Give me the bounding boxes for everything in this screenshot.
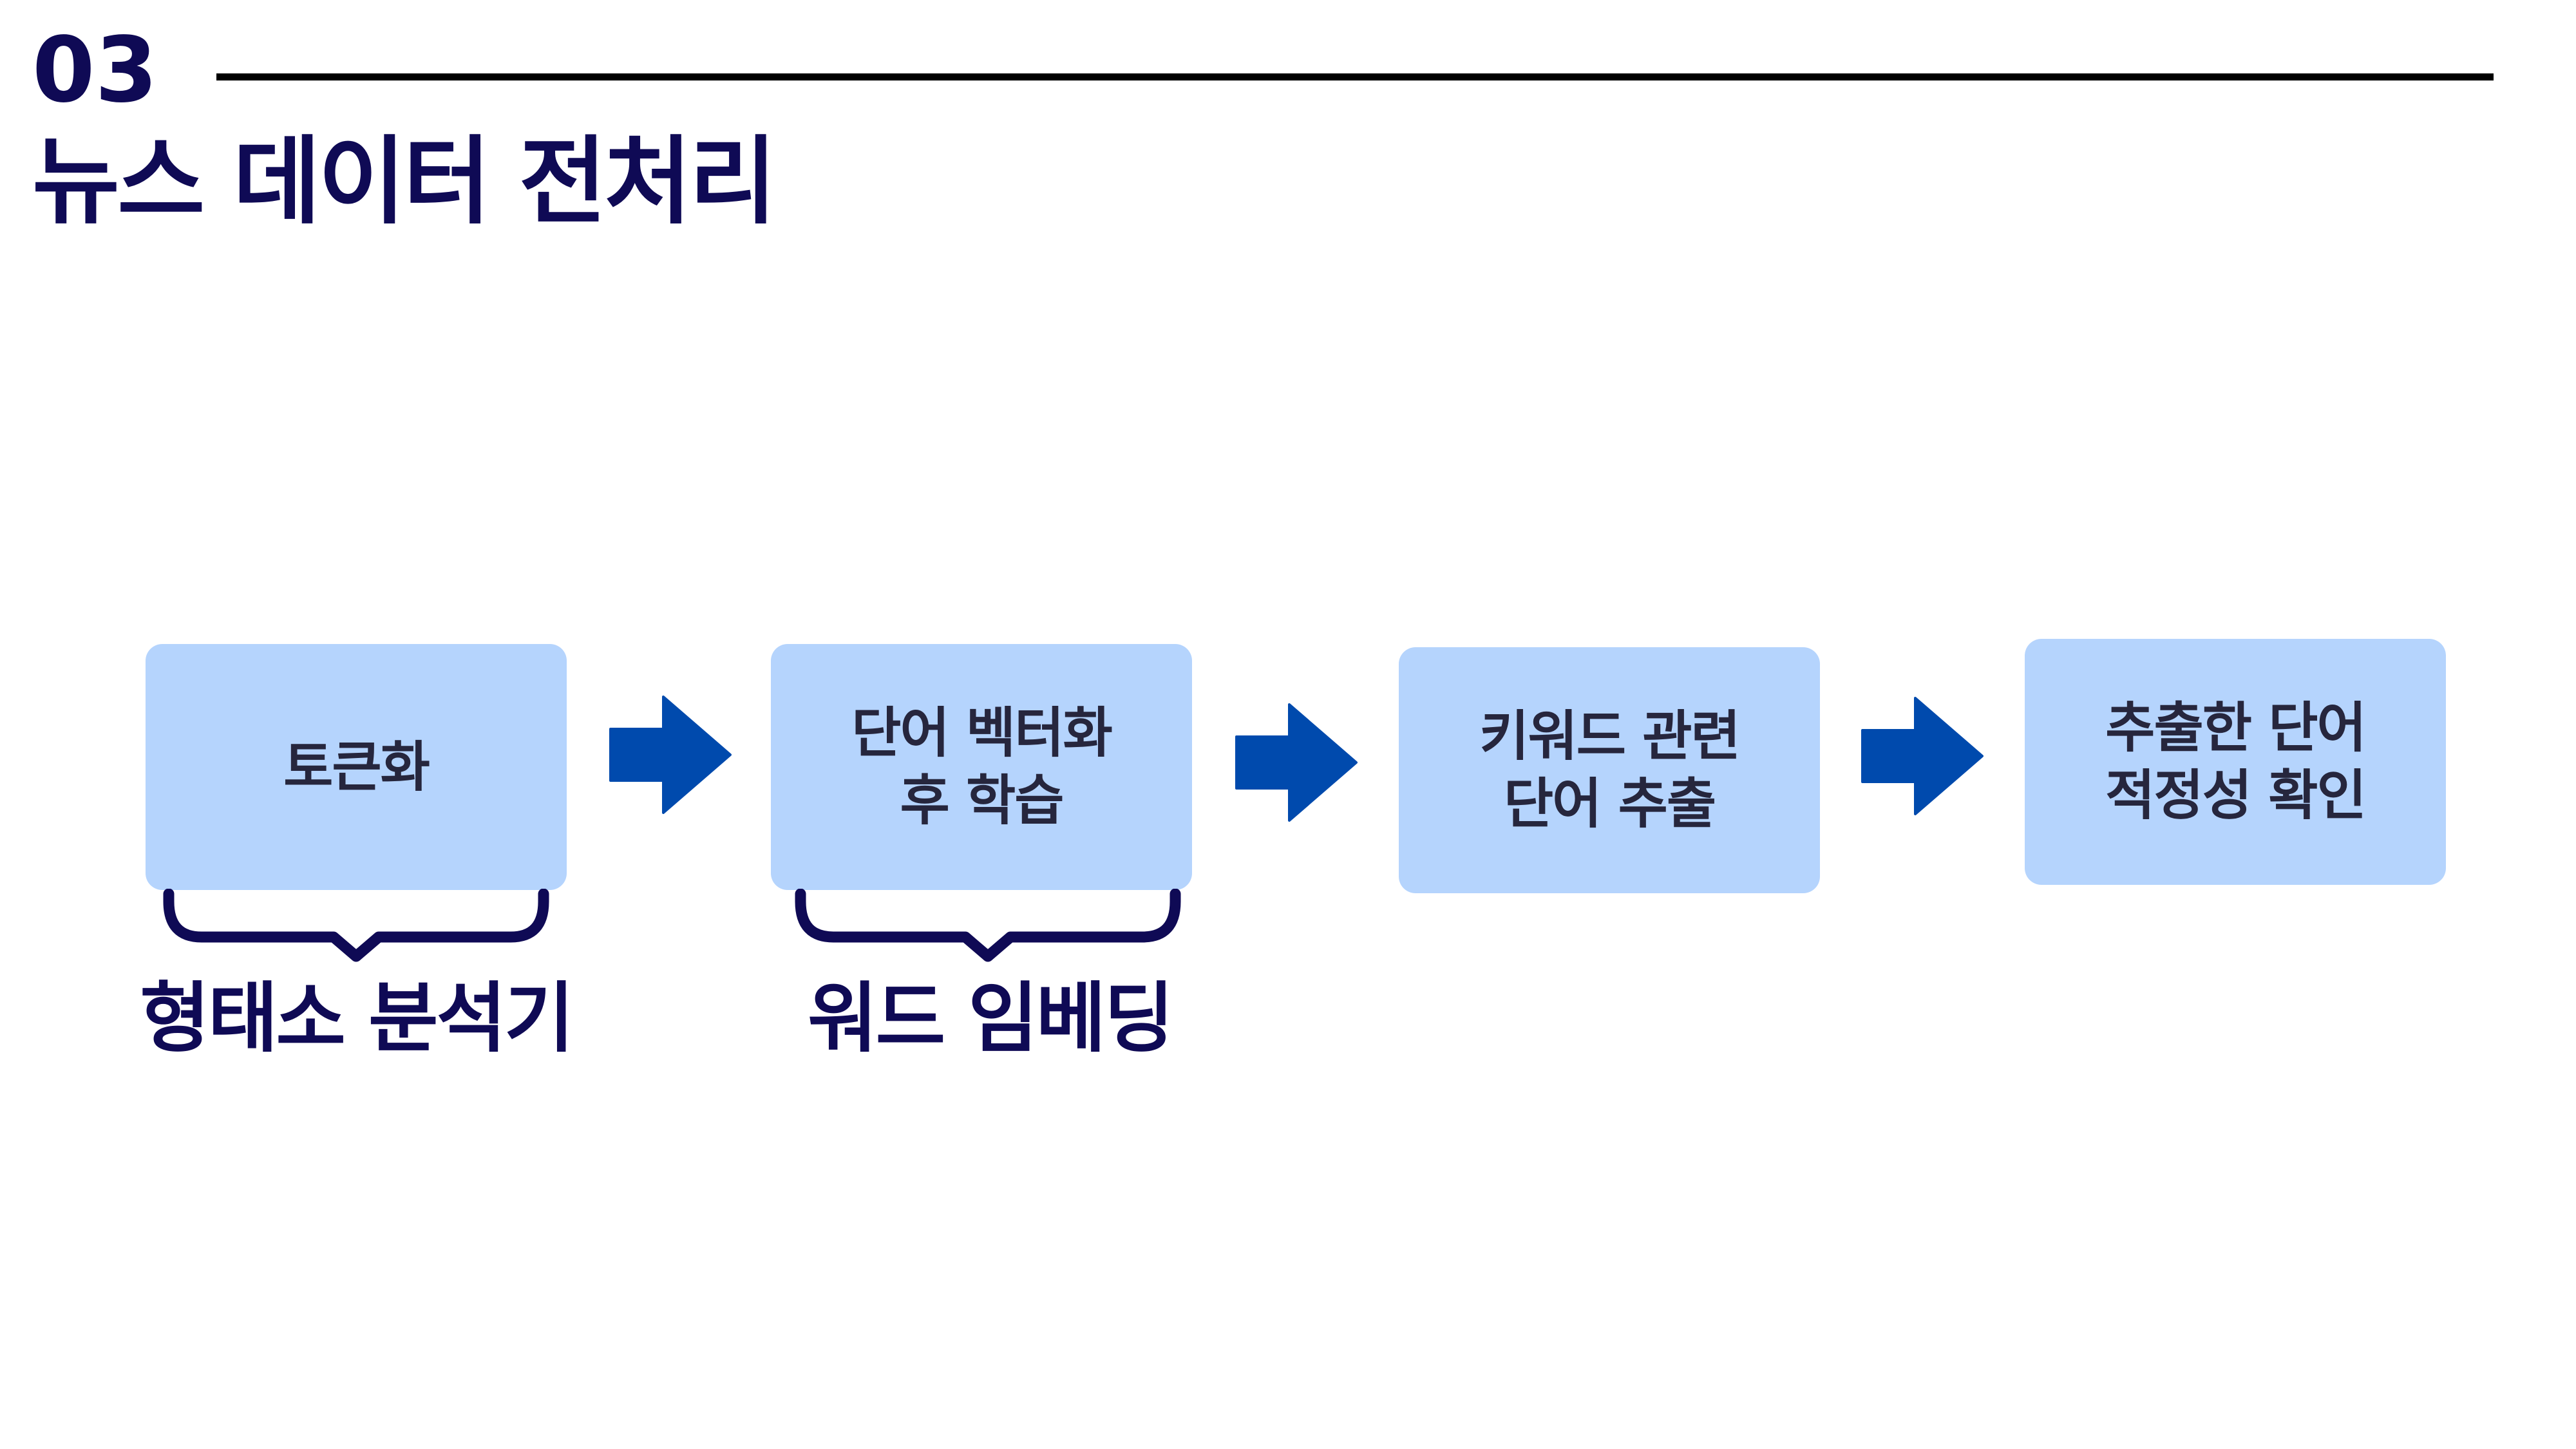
step-box-extract: 키워드 관련 단어 추출 xyxy=(1399,647,1820,893)
arrow-right-icon xyxy=(609,696,732,814)
step-label: 토큰화 xyxy=(283,735,430,799)
section-number: 03 xyxy=(32,18,158,123)
step-box-validate: 추출한 단어 적정성 확인 xyxy=(2025,639,2446,885)
brace-vectorize xyxy=(795,889,1181,962)
page-title: 뉴스 데이터 전처리 xyxy=(32,126,777,237)
step-label: 단어 벡터화 후 학습 xyxy=(851,701,1113,832)
step-box-tokenize: 토큰화 xyxy=(146,644,567,890)
step-box-vectorize: 단어 벡터화 후 학습 xyxy=(771,644,1192,890)
arrow-right-icon xyxy=(1861,697,1984,815)
annotation-morphological-analyzer: 형태소 분석기 xyxy=(140,974,574,1063)
brace-tokenize xyxy=(163,889,549,962)
step-label: 추출한 단어 적정성 확인 xyxy=(2105,696,2367,827)
header-divider xyxy=(216,73,2494,80)
annotation-word-embedding: 워드 임베딩 xyxy=(808,974,1174,1063)
arrow-right-icon xyxy=(1235,703,1358,822)
step-label: 키워드 관련 단어 추출 xyxy=(1479,705,1741,835)
